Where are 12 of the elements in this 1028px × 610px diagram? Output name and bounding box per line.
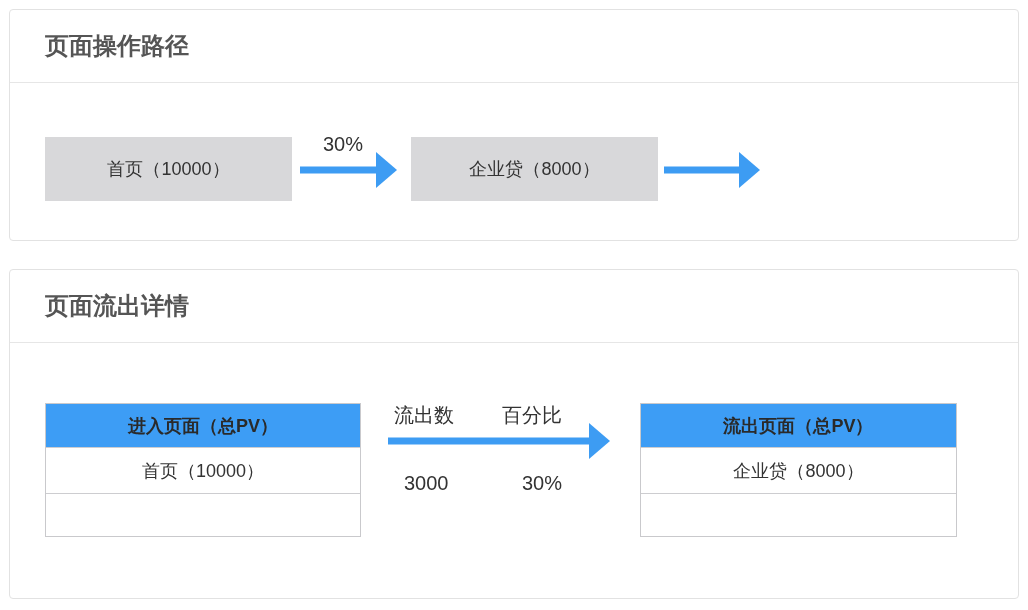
- table-header-cell: 进入页面（总PV）: [46, 404, 360, 447]
- table-header-cell: 流出页面（总PV）: [641, 404, 956, 447]
- process-box: 首页（10000）: [45, 137, 292, 201]
- panel-title: 页面流出详情: [45, 294, 189, 318]
- panel-title: 页面操作路径: [45, 34, 189, 58]
- panel-card: [9, 9, 1019, 241]
- process-box: 企业贷（8000）: [411, 137, 658, 201]
- data-table: [640, 403, 957, 537]
- panel-card: [9, 269, 1019, 599]
- column-label: 流出数: [394, 404, 454, 426]
- column-label: 百分比: [502, 404, 562, 426]
- data-table: [45, 403, 361, 537]
